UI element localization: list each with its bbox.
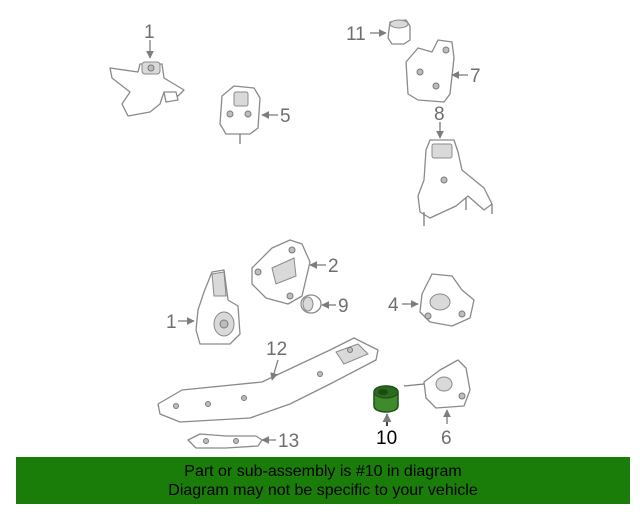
callout-label-5: 5 bbox=[280, 106, 291, 127]
callout-9: 9 bbox=[321, 296, 349, 317]
callout-3: 1 bbox=[144, 22, 155, 59]
part-9-bushing[interactable] bbox=[300, 294, 322, 314]
part-2-bracket[interactable] bbox=[251, 239, 311, 305]
banner-line-disclaimer: Diagram may not be specific to your vehi… bbox=[168, 482, 478, 499]
callout-7: 7 bbox=[451, 66, 481, 87]
part-4-mount[interactable] bbox=[419, 273, 475, 327]
part-13-plate[interactable] bbox=[187, 433, 263, 449]
part-1-mount[interactable] bbox=[195, 269, 241, 345]
callout-label-1: 1 bbox=[166, 312, 177, 333]
callout-label-6: 6 bbox=[441, 428, 452, 449]
callout-10: 10 bbox=[376, 413, 397, 449]
callout-13: 13 bbox=[261, 431, 299, 452]
exploded-parts-diagram: 1 5 11 bbox=[109, 19, 493, 452]
part-8-mount-assembly[interactable] bbox=[417, 139, 493, 226]
callout-label-9: 9 bbox=[338, 296, 349, 317]
callout-label-7: 7 bbox=[470, 66, 481, 87]
callout-5: 5 bbox=[261, 106, 291, 127]
banner-line-part-number: Part or sub-assembly is #10 in diagram bbox=[184, 463, 462, 480]
callout-6: 6 bbox=[441, 409, 452, 449]
callout-1: 1 bbox=[166, 312, 195, 333]
callout-label-11: 11 bbox=[346, 24, 366, 45]
callout-2: 2 bbox=[309, 256, 339, 277]
callout-label-13: 13 bbox=[278, 431, 299, 452]
callout-4: 4 bbox=[388, 295, 419, 316]
callout-label-12: 12 bbox=[266, 339, 287, 360]
part-10-bushing-highlighted[interactable] bbox=[373, 385, 399, 413]
part-7-bracket[interactable] bbox=[405, 39, 455, 103]
callout-label-2: 2 bbox=[328, 256, 339, 277]
callout-label-10: 10 bbox=[376, 428, 397, 449]
part-6-mount[interactable] bbox=[403, 359, 471, 409]
callout-11: 11 bbox=[346, 24, 387, 45]
part-5-mount-bracket[interactable] bbox=[219, 85, 261, 144]
callout-label-8: 8 bbox=[434, 104, 445, 125]
part-11-bushing[interactable] bbox=[387, 19, 411, 45]
part-3-engine-mount[interactable] bbox=[109, 61, 185, 117]
callout-label-4: 4 bbox=[388, 295, 399, 316]
part-12-crossmember[interactable] bbox=[157, 337, 379, 423]
callout-12: 12 bbox=[266, 339, 287, 381]
info-banner: Part or sub-assembly is #10 in diagram D… bbox=[16, 457, 630, 504]
callout-label-3: 1 bbox=[144, 22, 155, 43]
callout-8: 8 bbox=[434, 104, 445, 139]
